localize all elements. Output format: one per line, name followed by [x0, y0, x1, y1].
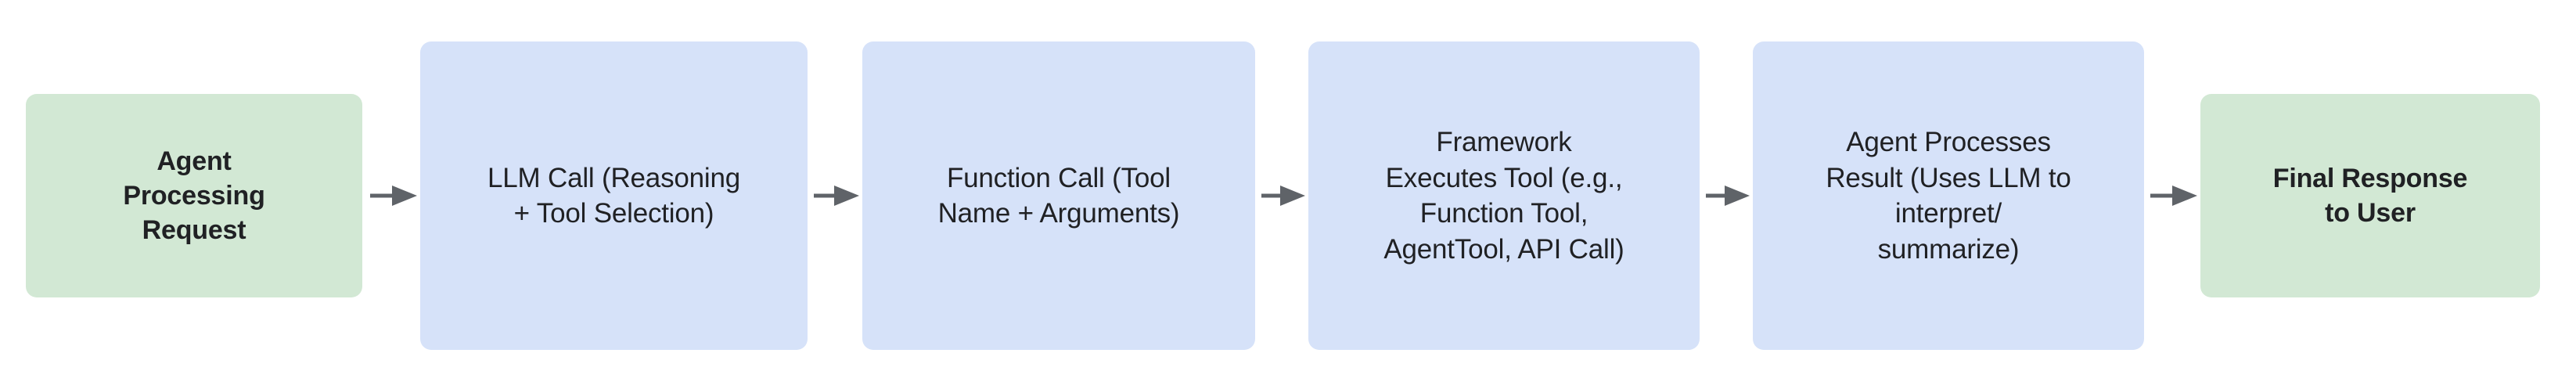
node-framework-executes-tool[interactable]: Framework Executes Tool (e.g., Function …	[1308, 41, 1700, 350]
arrow-connector-1	[370, 180, 417, 211]
node-function-call[interactable]: Function Call (Tool Name + Arguments)	[862, 41, 1255, 350]
node-final-response-to-user[interactable]: Final Response to User	[2200, 94, 2540, 297]
arrow-connector-5	[2150, 180, 2197, 211]
node-agent-processing-request[interactable]: Agent Processing Request	[26, 94, 362, 297]
arrow-connector-2	[814, 180, 859, 211]
node-llm-call[interactable]: LLM Call (Reasoning + Tool Selection)	[420, 41, 808, 350]
arrow-connector-4	[1706, 180, 1750, 211]
node-agent-processes-result[interactable]: Agent Processes Result (Uses LLM to inte…	[1753, 41, 2144, 350]
arrow-connector-3	[1261, 180, 1305, 211]
